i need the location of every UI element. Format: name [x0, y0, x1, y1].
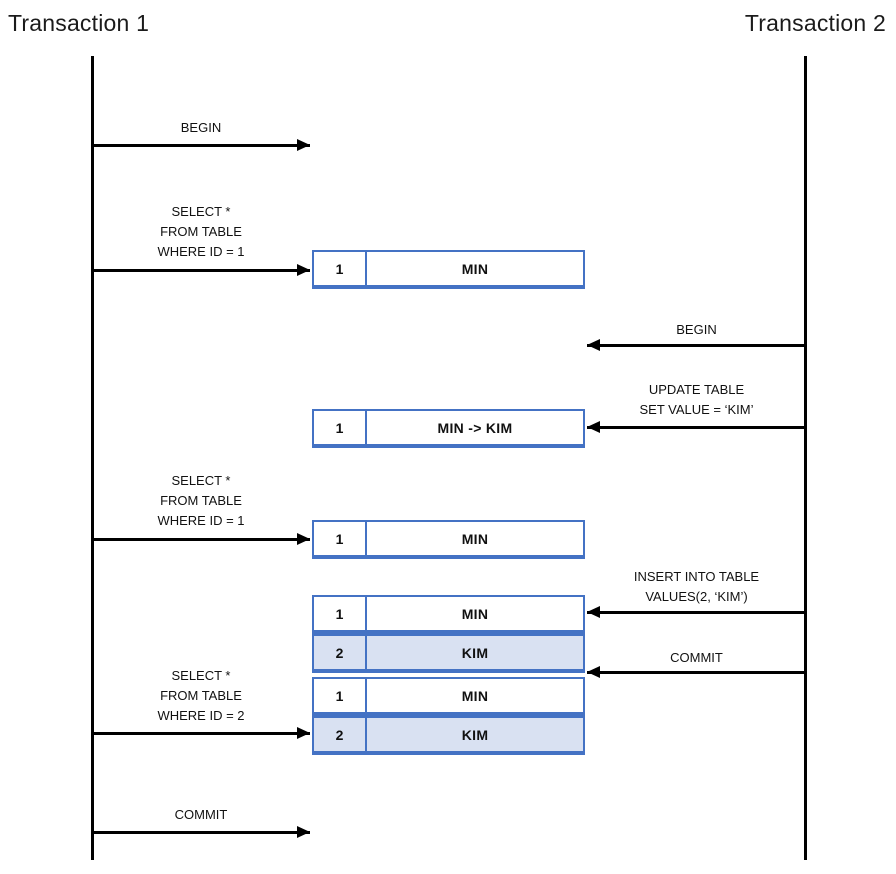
- message-line: SELECT *: [171, 668, 231, 683]
- message-line: INSERT INTO TABLE: [633, 569, 760, 584]
- table-cell-value: MIN: [461, 530, 489, 547]
- message-line: WHERE ID = 1: [157, 513, 245, 528]
- message-line: WHERE ID = 2: [157, 708, 245, 723]
- transaction-1-lifeline: [91, 56, 94, 860]
- message-line: SET VALUE = ‘KIM’: [639, 402, 754, 417]
- table-row: 2 KIM: [312, 634, 585, 671]
- table-cell-value: MIN: [461, 687, 489, 704]
- table-cell-id: 1: [314, 679, 367, 712]
- transaction-1-title: Transaction 1: [8, 10, 150, 36]
- table-cell-value: KIM: [461, 644, 489, 661]
- table-row: 1 MIN: [312, 677, 585, 714]
- message-line: UPDATE TABLE: [648, 382, 745, 397]
- t1-select-3-label: SELECT * FROM TABLE WHERE ID = 2: [92, 666, 310, 726]
- t2-commit-arrow: [587, 666, 806, 678]
- message-line: COMMIT: [670, 650, 723, 665]
- message-line: WHERE ID = 1: [157, 244, 245, 259]
- table-cell-id: 1: [314, 252, 367, 285]
- t2-commit-label: COMMIT: [587, 648, 806, 668]
- t1-commit-label: COMMIT: [92, 805, 310, 825]
- table-cell-value: MIN -> KIM: [437, 419, 513, 436]
- table-cell-id: 1: [314, 597, 367, 630]
- table-row: 1 MIN -> KIM: [312, 409, 585, 446]
- message-line: COMMIT: [174, 807, 228, 822]
- message-line: FROM TABLE: [160, 688, 242, 703]
- table-row: 1 MIN: [312, 595, 585, 632]
- t1-commit-arrow: [92, 826, 310, 838]
- message-line: BEGIN: [676, 322, 717, 337]
- t2-update-arrow: [587, 421, 806, 433]
- t1-select-2-label: SELECT * FROM TABLE WHERE ID = 1: [92, 471, 310, 531]
- t2-insert-label: INSERT INTO TABLE VALUES(2, ‘KIM’): [587, 567, 806, 607]
- t1-select-2-arrow: [92, 533, 310, 545]
- message-line: SELECT *: [171, 204, 231, 219]
- t1-select-1-arrow: [92, 264, 310, 276]
- message-line: VALUES(2, ‘KIM’): [645, 589, 748, 604]
- message-line: FROM TABLE: [160, 493, 242, 508]
- table-cell-value: MIN: [461, 260, 489, 277]
- table-row: 1 MIN: [312, 250, 585, 287]
- t2-begin-arrow: [587, 339, 806, 351]
- table-cell-id: 2: [314, 718, 367, 751]
- table-cell-value: MIN: [461, 605, 489, 622]
- transaction-2-title: Transaction 2: [744, 10, 886, 36]
- t1-begin-arrow: [92, 139, 310, 151]
- t1-select-1-label: SELECT * FROM TABLE WHERE ID = 1: [92, 202, 310, 262]
- t2-insert-arrow: [587, 606, 806, 618]
- table-cell-id: 1: [314, 411, 367, 444]
- t1-begin-label: BEGIN: [92, 118, 310, 138]
- message-line: FROM TABLE: [160, 224, 242, 239]
- message-line: BEGIN: [180, 120, 222, 135]
- t1-select-3-arrow: [92, 727, 310, 739]
- message-line: SELECT *: [171, 473, 231, 488]
- t2-update-label: UPDATE TABLE SET VALUE = ‘KIM’: [587, 380, 806, 420]
- table-cell-id: 2: [314, 636, 367, 669]
- t2-begin-label: BEGIN: [587, 320, 806, 340]
- table-row: 1 MIN: [312, 520, 585, 557]
- table-cell-value: KIM: [461, 726, 489, 743]
- table-row: 2 KIM: [312, 716, 585, 753]
- table-cell-id: 1: [314, 522, 367, 555]
- transaction-2-lifeline: [804, 56, 807, 860]
